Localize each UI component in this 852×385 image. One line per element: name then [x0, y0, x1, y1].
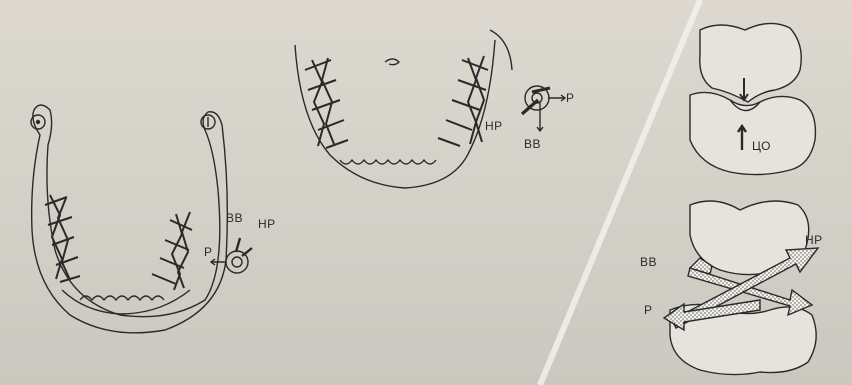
tooth-pair-bottom [664, 201, 818, 375]
lower-jaw-drawing [31, 105, 252, 333]
lower-tooth-crown [690, 92, 815, 174]
label-lower-hp: HP [258, 218, 276, 230]
upper-tooth-crown [700, 23, 802, 102]
label-pair-bb: BB [640, 256, 657, 268]
label-upper-p: P [566, 92, 575, 104]
upper-teeth-front [340, 160, 436, 164]
upper-movement-symbol [522, 86, 565, 131]
label-upper-hp: HP [485, 120, 503, 132]
label-lower-p: P [204, 246, 213, 258]
left-condyle-dot [37, 121, 40, 124]
lower-right-molars [152, 212, 192, 290]
upper-left-molars [305, 58, 348, 148]
label-pair-p: P [644, 304, 653, 316]
upper-right-molars [438, 56, 488, 146]
label-pair-hp: HP [805, 234, 823, 246]
label-upper-bb: BB [524, 138, 541, 150]
label-co: ЦО [752, 140, 771, 152]
palate-mark [385, 59, 399, 65]
lower-teeth-cusps [80, 296, 164, 300]
label-lower-bb: BB [226, 212, 243, 224]
upper-jaw-drawing [295, 30, 565, 188]
